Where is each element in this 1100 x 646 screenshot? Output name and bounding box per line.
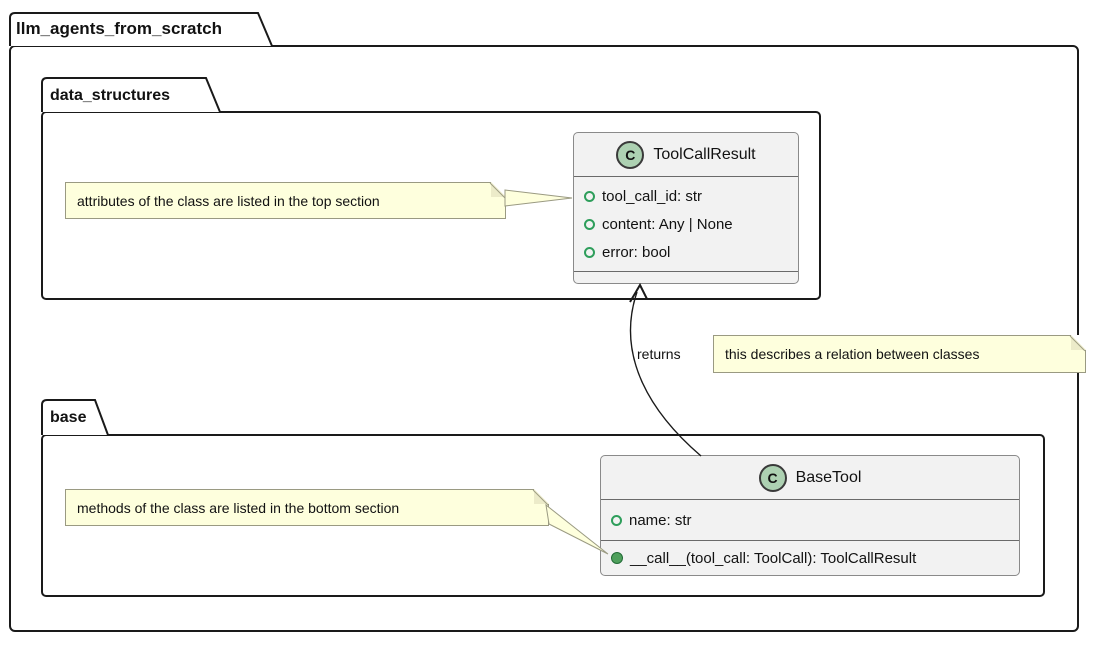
class-badge-icon: C xyxy=(758,463,787,492)
class-attributes-section: name: str xyxy=(601,500,1019,540)
class-badge-icon: C xyxy=(616,140,645,169)
note-attributes: attributes of the class are listed in th… xyxy=(65,182,506,219)
class-name: BaseTool xyxy=(795,468,862,486)
package-llm-agents-tab xyxy=(9,12,273,47)
public-attribute-icon xyxy=(584,246,595,258)
public-attribute-icon xyxy=(584,190,595,202)
class-name: ToolCallResult xyxy=(653,145,756,163)
class-basetool: C BaseTool name: str __call__(tool_call:… xyxy=(600,455,1020,576)
note-relation: this describes a relation between classe… xyxy=(713,335,1086,373)
package-data-structures-label: data_structures xyxy=(50,87,171,104)
package-data-structures-tab xyxy=(41,77,221,113)
note-text: attributes of the class are listed in th… xyxy=(77,192,380,209)
attribute-text: content: Any | None xyxy=(602,215,733,233)
class-toolcallresult-header: C ToolCallResult xyxy=(574,133,798,177)
package-base-label: base xyxy=(50,409,87,426)
public-method-icon xyxy=(611,552,623,564)
attribute-row: error: bool xyxy=(574,238,798,266)
relation-label: returns xyxy=(637,346,681,362)
attribute-text: name: str xyxy=(629,511,692,529)
attribute-row: tool_call_id: str xyxy=(574,182,798,210)
class-methods-section-empty xyxy=(574,271,798,283)
package-base-tab xyxy=(41,399,109,436)
class-toolcallresult: C ToolCallResult tool_call_id: str conte… xyxy=(573,132,799,284)
public-attribute-icon xyxy=(584,218,595,230)
method-row: __call__(tool_call: ToolCall): ToolCallR… xyxy=(601,544,1019,572)
attribute-text: tool_call_id: str xyxy=(602,187,703,205)
method-text: __call__(tool_call: ToolCall): ToolCallR… xyxy=(630,549,917,567)
class-attributes-section: tool_call_id: str content: Any | None er… xyxy=(574,177,798,271)
class-methods-section: __call__(tool_call: ToolCall): ToolCallR… xyxy=(601,540,1019,575)
attribute-row: content: Any | None xyxy=(574,210,798,238)
attribute-text: error: bool xyxy=(602,243,671,261)
class-basetool-header: C BaseTool xyxy=(601,456,1019,500)
public-attribute-icon xyxy=(611,514,622,526)
note-methods: methods of the class are listed in the b… xyxy=(65,489,549,526)
note-text: methods of the class are listed in the b… xyxy=(77,499,400,516)
attribute-row: name: str xyxy=(601,506,1019,534)
note-text: this describes a relation between classe… xyxy=(725,346,980,362)
package-llm-agents-label: llm_agents_from_scratch xyxy=(16,19,222,38)
